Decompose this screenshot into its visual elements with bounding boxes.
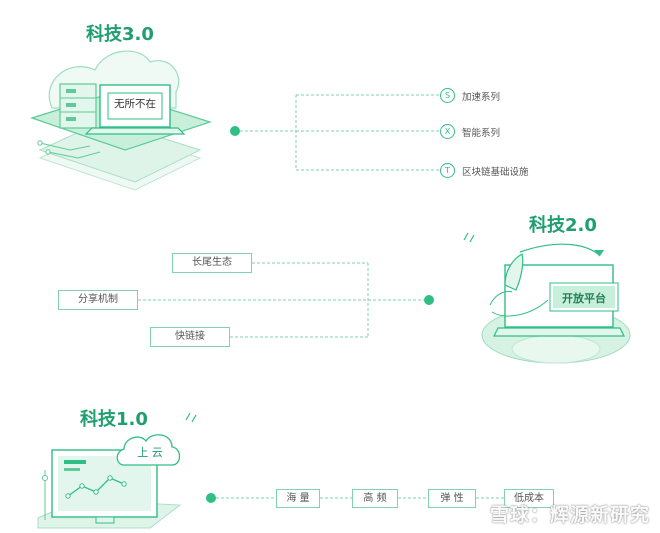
tier1-item-box: 海 量 xyxy=(276,489,320,508)
tier3-item-label: 智能系列 xyxy=(462,128,501,139)
tier1-item-box: 高 频 xyxy=(352,489,398,508)
tier3-illustration xyxy=(30,50,212,191)
s-letter-icon: S xyxy=(440,88,455,103)
tier3-node-dot xyxy=(230,126,240,136)
tier2-illustration xyxy=(463,232,631,364)
tier1-item-box: 低成本 xyxy=(504,489,554,508)
tier2-connectors xyxy=(138,262,425,338)
watermark: 雪球：辉源新研究 xyxy=(489,504,650,526)
tier2-item-box: 分享机制 xyxy=(58,290,138,310)
tier3-title: 科技3.0 xyxy=(86,24,154,45)
tier1-node-dot xyxy=(206,493,216,503)
tier3-item-label: 区块链基础设施 xyxy=(462,167,529,178)
tier1-illustration xyxy=(37,412,197,529)
tier3-screen-text: 无所不在 xyxy=(114,98,156,110)
tier3-item-label: 加速系列 xyxy=(462,92,501,103)
tier2-screen-text: 开放平台 xyxy=(562,292,606,305)
tier2-node-dot xyxy=(424,295,434,305)
tier1-cloud-text: 上 云 xyxy=(137,446,163,459)
tier1-item-box: 弹 性 xyxy=(428,489,476,508)
tier2-title: 科技2.0 xyxy=(529,215,597,236)
tier2-item-box: 快链接 xyxy=(150,327,230,347)
t-letter-icon: T xyxy=(440,163,455,178)
x-letter-icon: X xyxy=(440,124,455,139)
tier2-item-box: 长尾生态 xyxy=(172,253,252,273)
tier3-connectors xyxy=(240,94,440,171)
tier1-title: 科技1.0 xyxy=(80,409,148,430)
